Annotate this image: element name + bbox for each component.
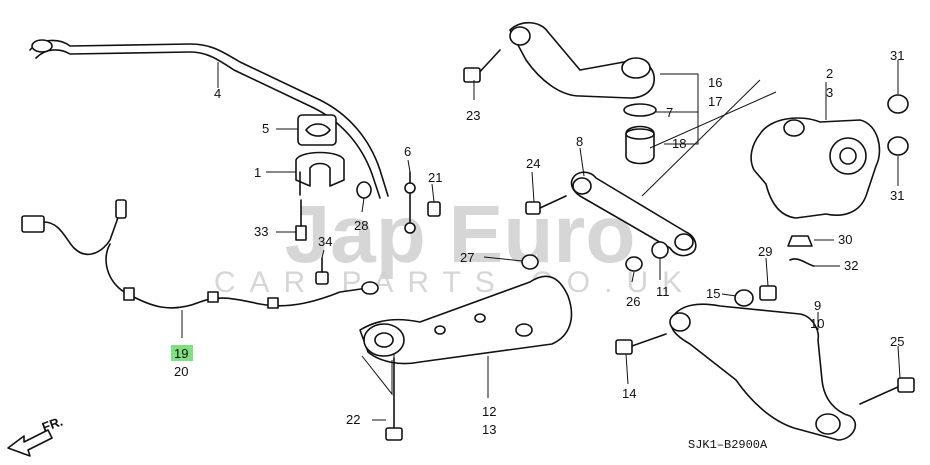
snap-ring[interactable] [623, 103, 657, 117]
callout-34[interactable]: 34 [318, 234, 332, 249]
cap-30[interactable] [787, 235, 813, 247]
callouts: 1234567891011121314151617181920212223242… [171, 48, 904, 437]
clip-32[interactable] [789, 258, 815, 267]
callout-20[interactable]: 20 [174, 364, 188, 379]
callout-29[interactable]: 29 [758, 244, 772, 259]
callout-13[interactable]: 13 [482, 422, 496, 437]
callout-1[interactable]: 1 [254, 165, 261, 180]
upper-arm-bolt[interactable] [463, 49, 501, 83]
callout-7[interactable]: 7 [666, 105, 673, 120]
lower-arm-8[interactable] [570, 171, 697, 257]
callout-3[interactable]: 3 [826, 85, 833, 100]
trailing-arm-nut[interactable] [521, 254, 539, 270]
callout-28[interactable]: 28 [354, 218, 368, 233]
callout-17[interactable]: 17 [708, 94, 722, 109]
trailing-arm[interactable] [359, 275, 573, 365]
callout-4[interactable]: 4 [214, 86, 221, 101]
lower-arm-9[interactable] [669, 303, 856, 441]
callout-16[interactable]: 16 [708, 75, 722, 90]
hub-nut-upper[interactable] [887, 94, 909, 114]
callout-21[interactable]: 21 [428, 170, 442, 185]
hub-nut-lower[interactable] [887, 136, 909, 156]
stabilizer-bar[interactable] [29, 39, 389, 199]
callout-8[interactable]: 8 [576, 134, 583, 149]
callout-31a[interactable]: 31 [890, 48, 904, 63]
link-nut-21[interactable] [427, 201, 441, 217]
watermark: Jap Euro CAR PARTS.CO.UK [214, 189, 696, 299]
callout-14[interactable]: 14 [622, 386, 636, 401]
callout-15[interactable]: 15 [706, 286, 720, 301]
leader-lines [181, 60, 901, 421]
callout-6[interactable]: 6 [404, 144, 411, 159]
callout-18[interactable]: 18 [672, 136, 686, 151]
callout-23[interactable]: 23 [466, 108, 480, 123]
stabilizer-bushing[interactable] [297, 114, 337, 146]
holder-bolt[interactable] [295, 199, 307, 241]
washer-11[interactable] [651, 241, 669, 259]
callout-11[interactable]: 11 [656, 284, 670, 299]
callout-25[interactable]: 25 [890, 334, 904, 349]
watermark-main: Jap Euro [285, 189, 636, 280]
stabilizer-link[interactable] [404, 171, 416, 234]
callout-2[interactable]: 2 [826, 66, 833, 81]
nut-29[interactable] [759, 285, 777, 301]
arm-8-bolt[interactable] [525, 195, 567, 215]
callout-26[interactable]: 26 [626, 294, 640, 309]
callout-33[interactable]: 33 [254, 224, 268, 239]
callout-19[interactable]: 19 [174, 346, 188, 361]
upper-arm-bushing[interactable] [625, 125, 655, 165]
callout-9[interactable]: 9 [814, 298, 821, 313]
callout-32[interactable]: 32 [844, 258, 858, 273]
callout-10[interactable]: 10 [810, 316, 824, 331]
front-direction-arrow: FR. [7, 414, 65, 457]
callout-19-highlight [171, 345, 193, 361]
trailing-arm-bolt[interactable] [385, 357, 403, 441]
callout-31b[interactable]: 31 [890, 188, 904, 203]
upper-arm[interactable] [509, 21, 655, 99]
front-marker-label: FR. [40, 414, 65, 435]
lower-arm-bolt-14[interactable] [615, 333, 667, 355]
abs-sensor-harness[interactable] [21, 199, 379, 309]
callout-12[interactable]: 12 [482, 404, 496, 419]
watermark-sub: CAR PARTS.CO.UK [214, 266, 696, 299]
washer-15[interactable] [734, 289, 754, 307]
callout-5[interactable]: 5 [262, 121, 269, 136]
link-nut-28[interactable] [356, 181, 372, 199]
callout-30[interactable]: 30 [838, 232, 852, 247]
sensor-bolt[interactable] [315, 257, 329, 285]
knuckle[interactable] [750, 117, 881, 219]
nut-26[interactable] [625, 256, 643, 272]
stabilizer-holder[interactable] [295, 151, 345, 196]
callout-27[interactable]: 27 [460, 250, 474, 265]
callout-24[interactable]: 24 [526, 156, 540, 171]
callout-22[interactable]: 22 [346, 412, 360, 427]
diagram-code: SJK1–B2900A [688, 438, 768, 452]
lower-arm-bolt-25[interactable] [859, 377, 915, 405]
